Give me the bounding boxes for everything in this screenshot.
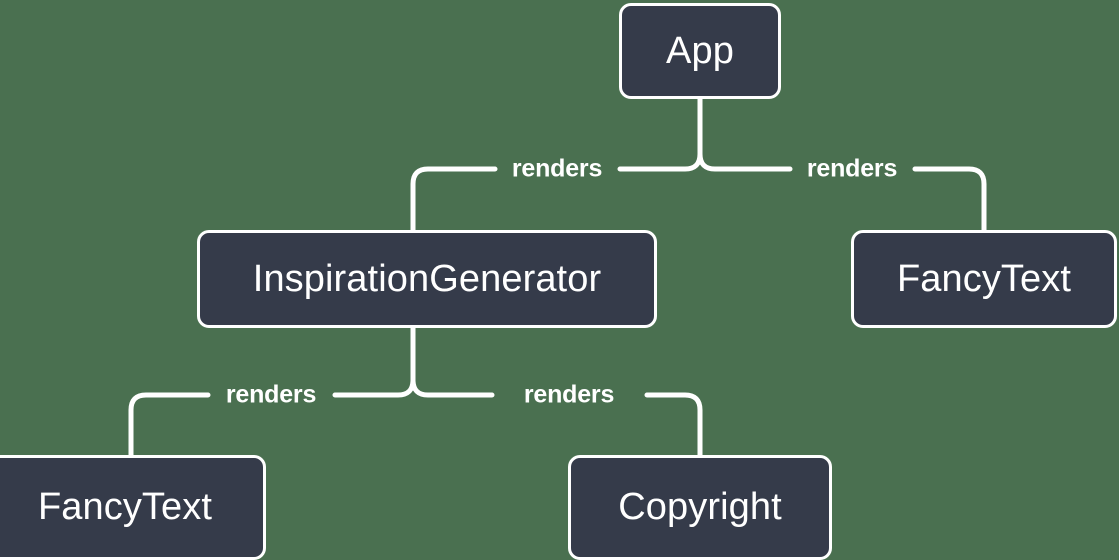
edge-app-junction-right — [697, 151, 793, 172]
node-app[interactable]: App — [619, 3, 781, 99]
node-fancytext-right[interactable]: FancyText — [851, 230, 1117, 328]
edge-inspirationgenerator-to-fancytext-left — [128, 392, 211, 458]
node-fancytext-left[interactable]: FancyText — [0, 455, 266, 560]
edge-label-inspirationgenerator-to-copyright: renders — [523, 380, 615, 409]
edge-app-to-fancytext-right — [912, 166, 987, 233]
edge-app-to-inspirationgenerator — [410, 166, 498, 233]
edge-ig-junction-left — [332, 377, 416, 398]
edge-app-junction-left — [617, 151, 703, 172]
edge-ig-junction-right — [410, 377, 495, 398]
edge-label-app-to-inspirationgenerator: renders — [511, 154, 603, 183]
edge-label-app-to-fancytext-right: renders — [806, 154, 898, 183]
node-inspiration-generator[interactable]: InspirationGenerator — [197, 230, 657, 328]
edge-inspirationgenerator-to-copyright — [644, 392, 703, 458]
node-copyright[interactable]: Copyright — [568, 455, 832, 560]
edge-label-inspirationgenerator-to-fancytext-left: renders — [225, 380, 317, 409]
